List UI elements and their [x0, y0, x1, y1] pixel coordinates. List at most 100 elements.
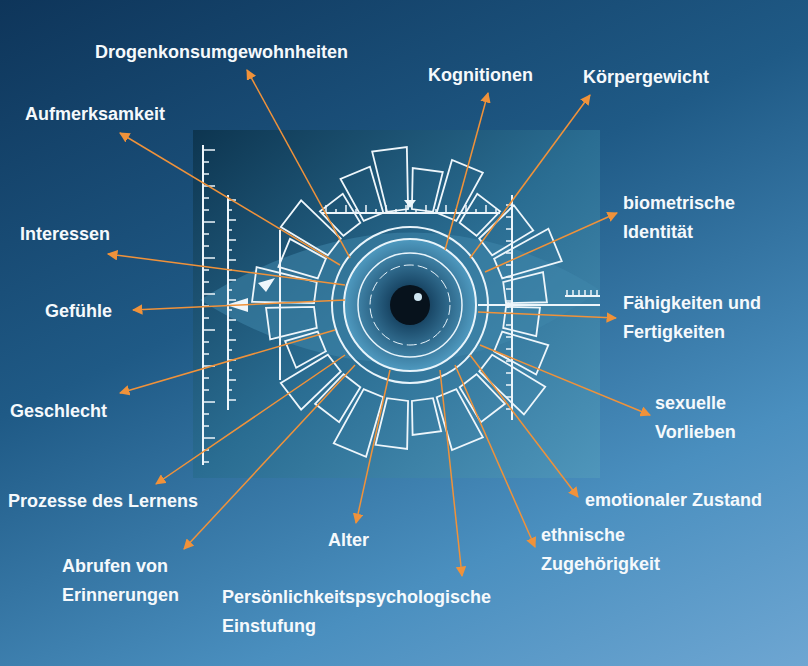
feature-label: Prozesse des Lernens [8, 487, 198, 516]
ruler-tick [228, 349, 232, 351]
ruler-tick [203, 425, 209, 427]
ruler-tick [506, 276, 512, 278]
feature-label: Kognitionen [428, 61, 533, 90]
feature-label: biometrische Identität [623, 189, 773, 247]
ruler-tick [228, 389, 232, 391]
ruler-tick [228, 209, 232, 211]
ruler-tick [203, 401, 215, 403]
ruler-tick [203, 329, 215, 331]
ruler-tick [203, 245, 209, 247]
ruler-tick [415, 209, 417, 213]
ruler-tick [203, 389, 209, 391]
iris-ring [370, 265, 450, 345]
ruler-tick [203, 377, 209, 379]
radial-segment [266, 307, 317, 340]
ruler-tick [203, 461, 209, 463]
ruler-tick [203, 281, 209, 283]
radial-segment [334, 389, 384, 457]
radial-segment [315, 374, 360, 422]
feature-label: Alter [328, 526, 369, 555]
ruler-tick [228, 259, 236, 261]
iris-ring [358, 253, 462, 357]
ruler-tick [228, 229, 232, 231]
feature-label: emotionaler Zustand [585, 486, 762, 515]
ruler-tick [203, 341, 209, 343]
ruler-tick [203, 353, 209, 355]
ruler-tick [228, 399, 236, 401]
radial-segment [281, 355, 341, 410]
rulers [203, 145, 600, 465]
feature-label: sexuelle Vorlieben [655, 389, 775, 447]
ruler-pointers [226, 278, 275, 312]
ruler-tick [203, 317, 209, 319]
ruler-tick [203, 149, 215, 151]
ruler-tick [485, 205, 487, 213]
ruler-tick [228, 329, 232, 331]
ruler-tick [566, 290, 568, 296]
ruler-tick [228, 289, 232, 291]
ruler-tick [355, 209, 357, 213]
radial-segment [372, 147, 408, 212]
ruler-tick [228, 369, 232, 371]
ruler-tick [228, 219, 236, 221]
ruler-tick [506, 324, 512, 326]
radial-segment [278, 239, 326, 278]
feature-label: Interessen [20, 220, 110, 249]
ruler-tick [203, 173, 209, 175]
ruler-tick [203, 161, 209, 163]
pupil-highlight [414, 293, 422, 301]
feature-label: Aufmerksamkeit [25, 100, 165, 129]
ruler-tick [465, 205, 467, 213]
ruler-tick [203, 209, 209, 211]
ruler-tick [506, 360, 512, 362]
feature-label: Persönlichkeitspsychologische Einstufung [222, 583, 552, 641]
radial-segment [503, 307, 540, 336]
feature-label: Drogenkonsumgewohnheiten [95, 38, 348, 67]
radial-segment [503, 272, 547, 303]
ruler-tick [506, 228, 512, 230]
feature-label: Fähigkeiten und Fertigkeiten [623, 289, 798, 347]
ruler-tick [578, 290, 580, 296]
ruler-tick [506, 264, 512, 266]
ruler-tick [596, 290, 598, 296]
ruler-tick [495, 209, 497, 213]
ruler-tick [506, 252, 512, 254]
ruler-tick [584, 290, 586, 296]
ruler-tick [425, 205, 427, 213]
ruler-tick [228, 249, 232, 251]
ruler-tick [572, 290, 574, 296]
ruler-tick [203, 197, 209, 199]
radial-segment [412, 398, 441, 435]
ruler-tick [203, 437, 215, 439]
ruler-tick [365, 205, 367, 213]
ruler-tick [506, 348, 512, 350]
iris [344, 239, 476, 371]
ruler-tick [506, 372, 512, 374]
radial-segment [437, 160, 483, 221]
ruler-tick [506, 396, 512, 398]
ruler-tick [506, 288, 512, 290]
ruler-tick [203, 293, 215, 295]
ruler-tick [435, 209, 437, 213]
ruler-tick [228, 239, 236, 241]
feature-label: ethnische Zugehörigkeit [541, 521, 701, 579]
ruler-ticks [203, 150, 597, 462]
ruler-tick [375, 209, 377, 213]
ruler-tick [506, 336, 512, 338]
ruler-tick [506, 384, 512, 386]
ruler-tick [335, 209, 337, 213]
radial-segment [460, 374, 505, 422]
ruler-tick [228, 319, 236, 321]
ruler-tick [228, 339, 236, 341]
ruler-tick [506, 240, 512, 242]
ruler-tick [203, 221, 215, 223]
ruler-tick [228, 309, 232, 311]
feature-label: Geschlecht [10, 397, 107, 426]
ruler-tick [228, 299, 236, 301]
ruler-tick [445, 205, 447, 213]
ruler-tick [405, 205, 407, 213]
ruler-tick [203, 269, 209, 271]
iris-ring [332, 227, 488, 383]
ruler-tick [506, 216, 512, 218]
